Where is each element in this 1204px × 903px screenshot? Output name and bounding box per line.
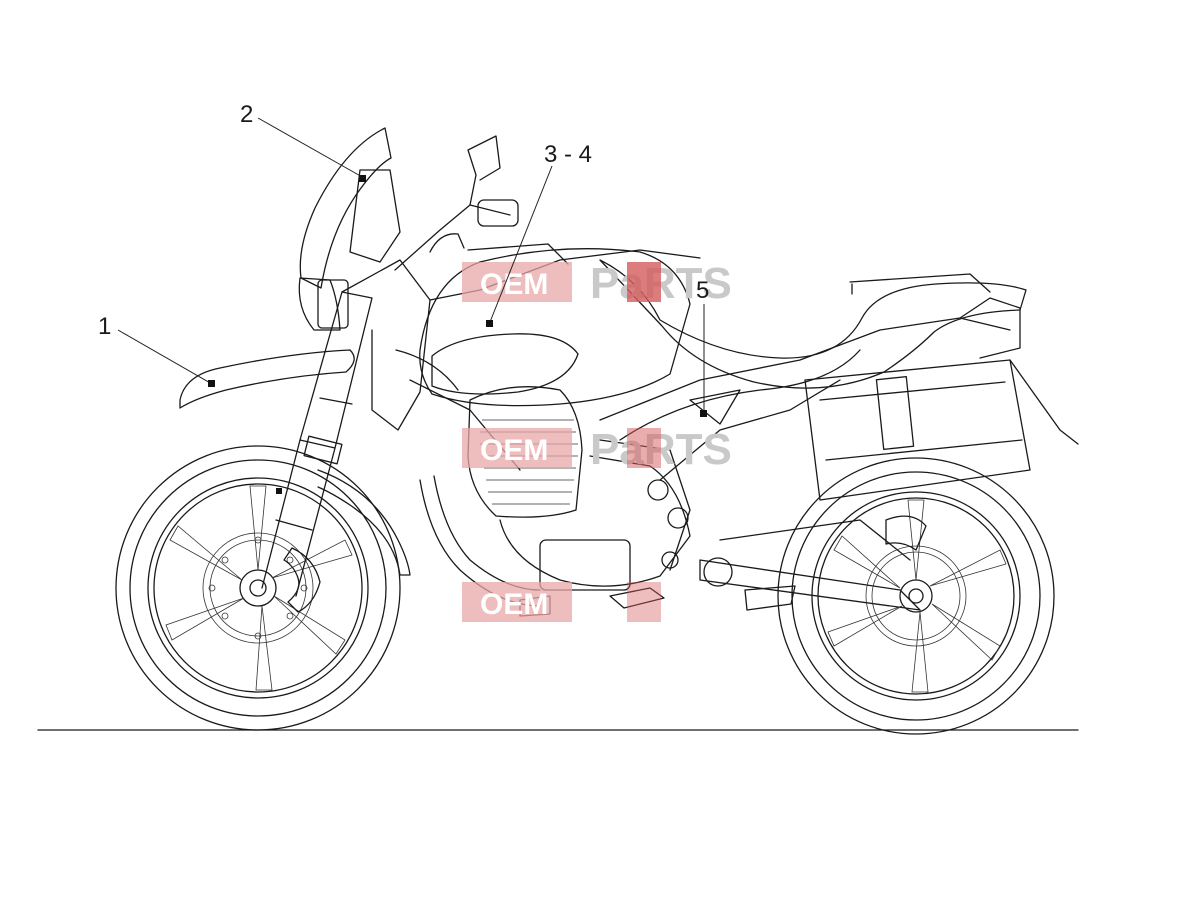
callout-3-4-leader [489,165,553,323]
callout-1-fork-marker [276,488,282,494]
watermark-middle: OEM PaRTS [462,425,732,474]
watermark-middle-oem: OEM [480,434,548,467]
callout-3-4-marker [486,320,493,327]
rear-subframe [599,297,1079,481]
callout-5-label: 5 [696,277,709,304]
callout-1-leader [117,329,213,385]
callout-1-label: 1 [98,313,111,340]
watermark-bottom: OEM [462,582,661,622]
swingarm [699,519,921,611]
callout-2-label: 2 [240,101,253,128]
callout-2-marker [359,175,366,182]
callout-5-marker [700,410,707,417]
front-fork [261,291,373,597]
windscreen [298,127,401,331]
handlebar [394,135,519,271]
side-case [804,359,1031,501]
callout-3-4-label: 3 - 4 [544,141,592,168]
front-fender [179,349,355,409]
callout-1-marker [208,380,215,387]
front-wheel [115,445,401,731]
engine [419,386,691,607]
watermark-top-oem: OEM [480,268,548,301]
watermark-top: OEM PaRTS [462,259,732,308]
rear-wheel [777,457,1055,735]
callout-2-leader [257,117,365,179]
seat [599,259,1027,389]
watermark-bottom-oem: OEM [480,588,548,621]
